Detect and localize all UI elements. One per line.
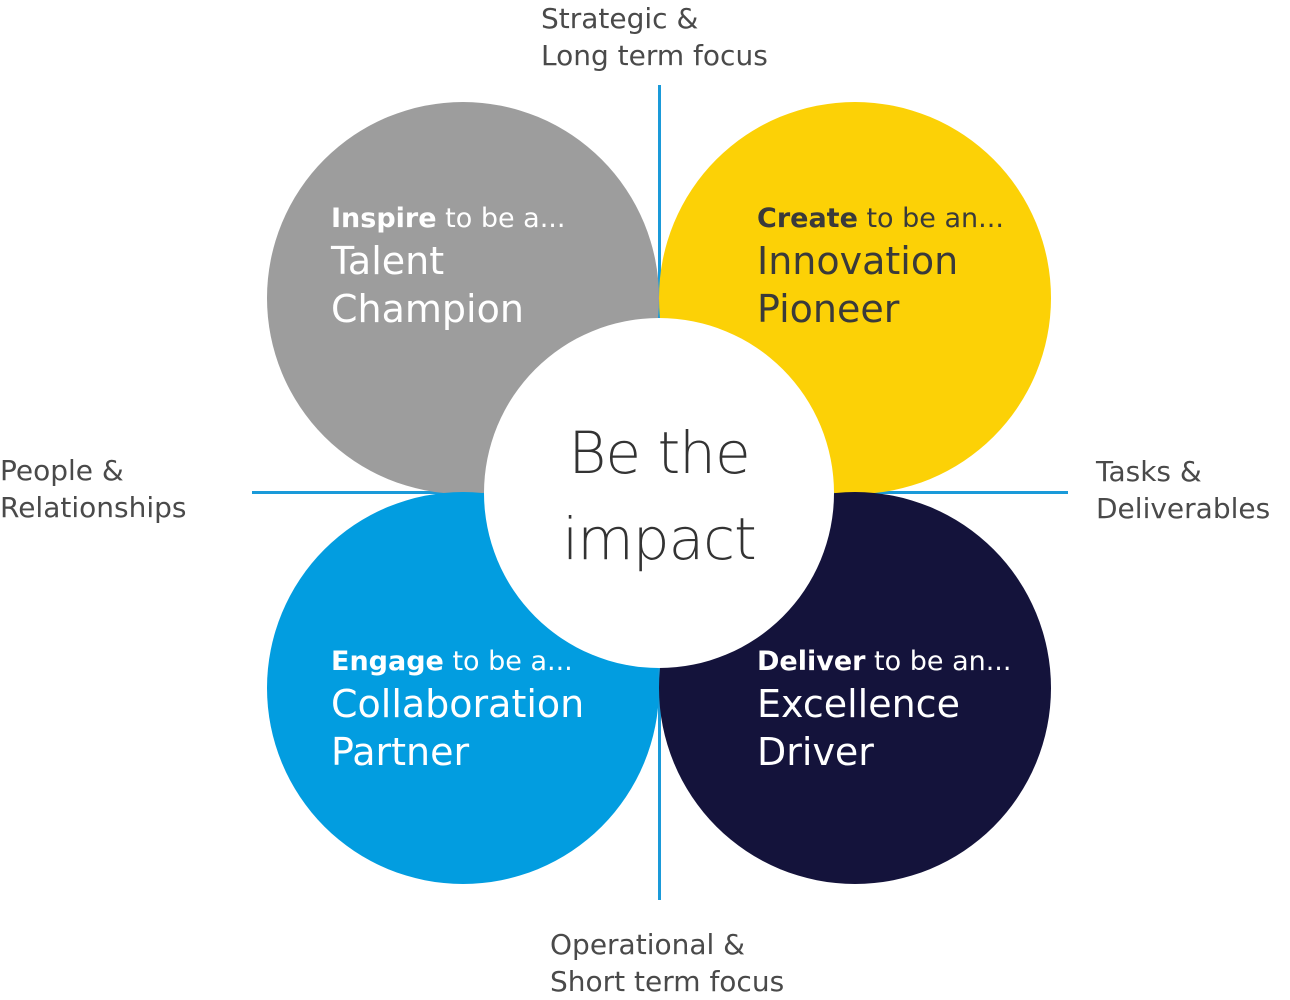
axis-label-left: People & Relationships: [0, 452, 186, 526]
quadrant-verb: Deliver: [757, 646, 866, 677]
quadrant-suffix: to be a...: [436, 203, 566, 234]
quadrant-suffix: to be a...: [443, 646, 573, 677]
quadrant-role-line2: Pioneer: [757, 287, 900, 331]
quadrant-role-line2: Champion: [331, 287, 524, 331]
quadrant-role-line1: Talent: [331, 239, 445, 283]
quadrant-role-line1: Innovation: [757, 239, 959, 283]
axis-label-bottom-line2: Short term focus: [550, 965, 785, 998]
quadrant-tagline: Engage to be a...: [331, 644, 584, 680]
center-circle: Be the impact: [484, 318, 834, 668]
quadrant-top-right: Create to be an... Innovation Pioneer: [757, 201, 1004, 333]
quadrant-suffix: to be an...: [865, 646, 1012, 677]
axis-label-top-line2: Long term focus: [541, 39, 768, 72]
axis-label-bottom-line1: Operational &: [550, 928, 746, 961]
quadrant-role-line2: Partner: [331, 730, 470, 774]
quadrant-bottom-right: Deliver to be an... Excellence Driver: [757, 644, 1011, 776]
quadrant-top-left: Inspire to be a... Talent Champion: [331, 201, 565, 333]
center-title-line2: impact: [562, 505, 757, 573]
quadrant-tagline: Create to be an...: [757, 201, 1004, 237]
quadrant-verb: Engage: [331, 646, 444, 677]
quadrant-tagline: Deliver to be an...: [757, 644, 1011, 680]
center-title-line1: Be the: [568, 419, 750, 487]
quadrant-verb: Create: [757, 203, 858, 234]
axis-label-top-line1: Strategic &: [541, 2, 699, 35]
axis-label-bottom: Operational & Short term focus: [550, 926, 784, 1000]
quadrant-tagline: Inspire to be a...: [331, 201, 565, 237]
center-title: Be the impact: [484, 410, 834, 582]
quadrant-role-line2: Driver: [757, 730, 874, 774]
axis-label-right: Tasks & Deliverables: [1096, 453, 1270, 527]
axis-label-right-line1: Tasks &: [1096, 455, 1202, 488]
axis-label-right-line2: Deliverables: [1096, 492, 1271, 525]
quadrant-role-line1: Excellence: [757, 682, 960, 726]
quadrant-bottom-left: Engage to be a... Collaboration Partner: [331, 644, 584, 776]
axis-label-left-line1: People &: [0, 454, 124, 487]
axis-label-left-line2: Relationships: [0, 491, 187, 524]
quadrant-suffix: to be an...: [857, 203, 1004, 234]
quadrant-role-line1: Collaboration: [331, 682, 585, 726]
axis-label-top: Strategic & Long term focus: [541, 0, 768, 74]
quadrant-verb: Inspire: [331, 203, 437, 234]
